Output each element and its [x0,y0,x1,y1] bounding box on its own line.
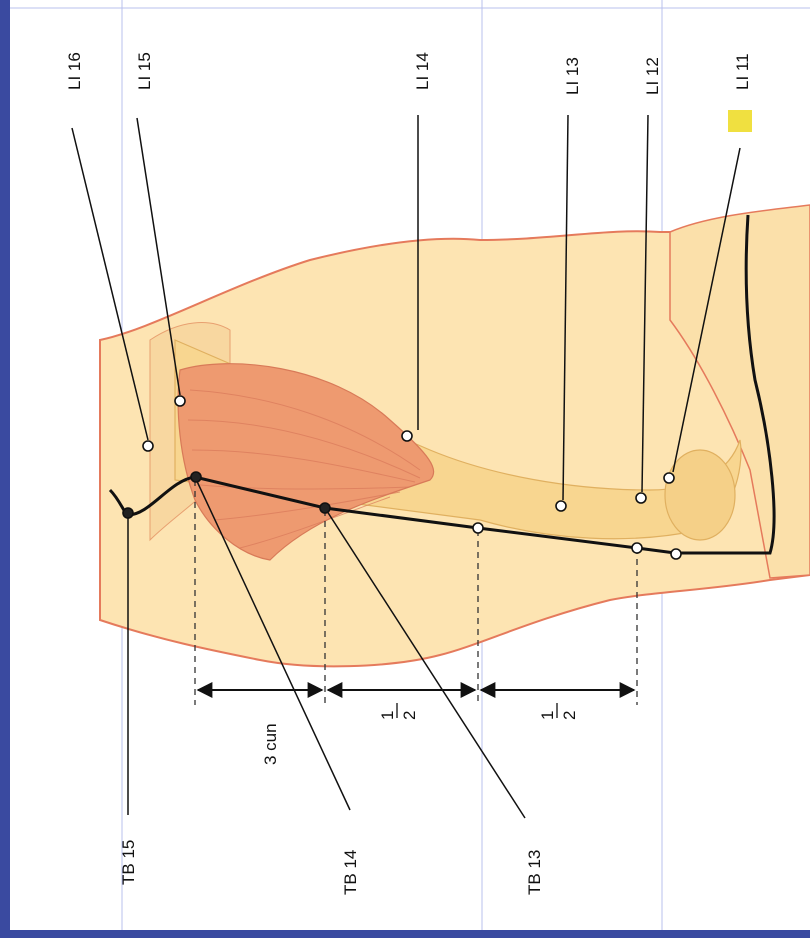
fraction-denominator: 2 [400,711,419,720]
fraction-numerator: 1 [378,711,397,720]
label-tb13: TB 13 [525,850,544,895]
label-li11: LI 11 [733,53,752,90]
fraction-half-2: 1 2 [538,703,579,720]
label-li13: LI 13 [563,57,582,95]
label-tb15: TB 15 [119,840,138,885]
point-li11 [664,473,674,483]
label-li16: LI 16 [65,52,84,90]
li11-highlight [728,110,752,132]
label-3-cun: 3 cun [261,723,280,765]
point-tb14 [191,472,201,482]
point-tb15 [123,508,133,518]
point-li16 [143,441,153,451]
label-li12: LI 12 [643,57,662,95]
fraction-numerator: 1 [538,711,557,720]
point-li12 [636,493,646,503]
point-meridian-lower [632,543,642,553]
label-li15: LI 15 [135,52,154,90]
point-meridian-mid [473,523,483,533]
point-tb13-upper [320,503,330,513]
fraction-denominator: 2 [560,711,579,720]
point-li14 [402,431,412,441]
point-li13 [556,501,566,511]
point-meridian-elbow [671,549,681,559]
point-li15 [175,396,185,406]
diagram-frame: LI 16 LI 15 LI 14 LI 13 LI 12 LI 11 TB 1… [10,0,810,930]
label-li14: LI 14 [413,52,432,90]
label-tb14: TB 14 [341,850,360,895]
fraction-half-1: 1 2 [378,703,419,720]
arm-meridian-diagram: LI 16 LI 15 LI 14 LI 13 LI 12 LI 11 TB 1… [10,0,810,930]
